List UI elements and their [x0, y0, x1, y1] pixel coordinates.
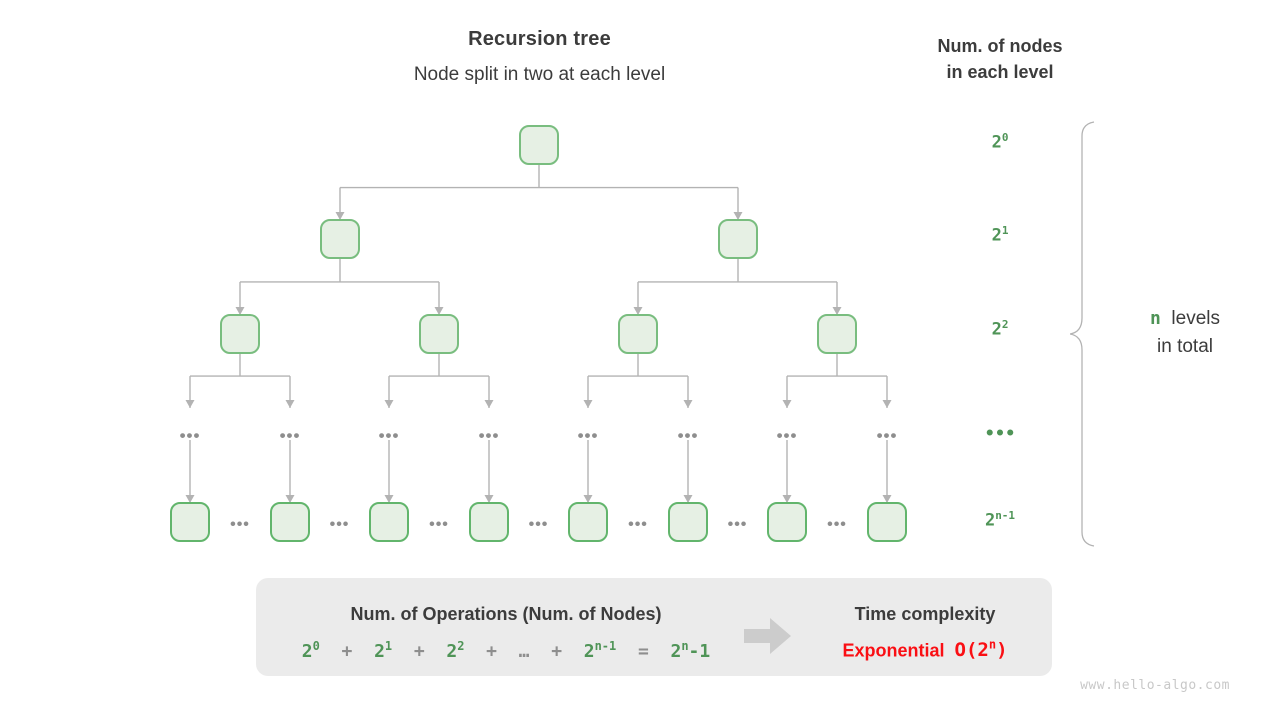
level-count-base: 2 — [991, 319, 1002, 340]
formula-term-6: … — [518, 641, 530, 662]
formula-term-exponent: n — [681, 639, 689, 653]
level-count-label-0: 20 — [955, 131, 1045, 153]
page-title: Recursion tree — [468, 28, 611, 50]
total-levels-word: levels — [1171, 308, 1220, 329]
formula-term-4: 22 — [446, 639, 465, 662]
level-count-base: ••• — [984, 424, 1016, 444]
summary-complexity-title: Time complexity — [854, 604, 996, 624]
level-count-exponent: 0 — [1001, 131, 1009, 144]
formula-term-3: + — [413, 641, 425, 662]
nodes-per-level-heading-line2: in each level — [946, 62, 1054, 82]
level-count-label-2: 22 — [955, 318, 1045, 340]
formula-term-0: 20 — [301, 639, 320, 662]
formula-term-5: + — [486, 641, 497, 662]
brace-path — [1070, 121, 1095, 547]
formula-term-exponent: 2 — [457, 639, 465, 653]
tree-ellipsis: ••• — [877, 426, 898, 445]
formula-term-2: 21 — [374, 639, 393, 662]
tree-ellipsis: ••• — [280, 426, 301, 445]
formula-term-10: 2n-1 — [670, 639, 711, 662]
tree-ellipsis: ••• — [777, 426, 798, 445]
level-count-exponent: 1 — [1001, 224, 1009, 237]
tree-ellipsis: ••• — [678, 426, 699, 445]
formula-term-exponent: 1 — [384, 639, 393, 653]
formula-term-1: + — [341, 641, 353, 662]
level-count-exponent: n-1 — [995, 509, 1016, 522]
level-count-base: 2 — [984, 510, 996, 531]
bigo-prefix: O(2 — [954, 639, 989, 662]
bottom-row-ellipsis: ••• — [628, 516, 648, 533]
formula-term-7: + — [551, 641, 563, 662]
formula-term-8: 2n-1 — [583, 639, 617, 662]
bigo-suffix: ) — [996, 639, 1008, 662]
level-count-exponent: 2 — [1001, 318, 1009, 331]
summary-operations-title: Num. of Operations (Num. of Nodes) — [350, 604, 662, 624]
complexity-bigo: O(2n) — [954, 638, 1008, 662]
summary-box — [256, 578, 1052, 676]
nodes-per-level-heading-line1: Num. of nodes — [937, 36, 1063, 56]
tree-ellipsis: ••• — [180, 426, 201, 445]
formula-term-9: = — [637, 641, 649, 662]
bottom-row-ellipsis: ••• — [330, 516, 350, 533]
bottom-row-ellipsis: ••• — [728, 516, 748, 533]
bigo-exponent: n — [988, 638, 997, 652]
page-subtitle: Node split in two at each level — [413, 64, 666, 85]
level-count-label-1: 21 — [955, 224, 1045, 246]
complexity-word: Exponential — [842, 640, 945, 661]
watermark: www.hello-algo.com — [1080, 678, 1230, 693]
n-symbol: n — [1150, 308, 1161, 329]
level-count-label-3: ••• — [955, 424, 1045, 444]
total-levels-caption: n levels in total — [1110, 305, 1260, 361]
level-count-label-4: 2n-1 — [955, 509, 1045, 531]
arrow-right-icon — [744, 618, 791, 654]
bottom-row-ellipsis: ••• — [827, 516, 847, 533]
formula-term-exponent: n-1 — [594, 639, 617, 653]
bottom-row-ellipsis: ••• — [529, 516, 549, 533]
level-count-base: 2 — [991, 225, 1002, 246]
level-count-base: 2 — [991, 132, 1002, 153]
summary-complexity-value: Exponential O(2n) — [800, 638, 1050, 661]
tree-ellipsis: ••• — [479, 426, 500, 445]
summary-operations-formula: 20 + 21 + 22 + … + 2n-1 = 2n-1 — [276, 639, 736, 662]
total-levels-caption-line2: in total — [1157, 336, 1213, 357]
bottom-row-ellipsis: ••• — [230, 516, 250, 533]
total-levels-brace — [1070, 121, 1095, 547]
bottom-row-ellipsis: ••• — [429, 516, 449, 533]
nodes-per-level-heading: Num. of nodes in each level — [900, 33, 1100, 85]
total-levels-caption-line1: n levels — [1110, 305, 1260, 333]
tree-ellipsis: ••• — [379, 426, 400, 445]
formula-term-exponent: 0 — [312, 639, 320, 653]
tree-ellipsis: ••• — [578, 426, 599, 445]
